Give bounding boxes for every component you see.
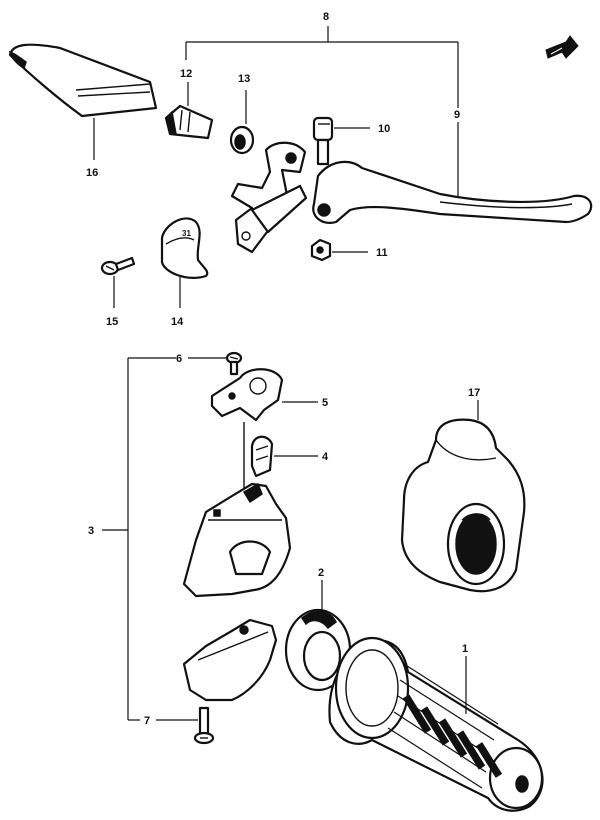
part-2-throttle-ring — [284, 608, 352, 692]
part-14-clamp: 31 — [160, 217, 209, 279]
callout-12: 12 — [180, 68, 192, 80]
callout-7: 7 — [144, 715, 150, 727]
callout-14: 14 — [171, 316, 184, 328]
part-15-screw — [100, 256, 136, 276]
part-5-switch-top — [210, 368, 284, 422]
callout-8-bracket — [185, 26, 459, 196]
callout-3-bracket — [102, 357, 176, 721]
part-4-switch-knob — [250, 435, 274, 478]
part-1-grip — [328, 636, 544, 812]
switch-lower-housing — [182, 482, 292, 598]
callout-11: 11 — [376, 247, 388, 259]
callout-13: 13 — [238, 73, 250, 85]
part-10-pivot-bolt — [312, 116, 334, 166]
callout-4: 4 — [322, 451, 329, 463]
callout-17: 17 — [468, 387, 480, 399]
part-6-screw — [225, 351, 243, 376]
callout-2: 2 — [318, 567, 324, 579]
switch-clamp-lower — [182, 618, 278, 702]
callout-8: 8 — [323, 11, 329, 23]
part-7-screw — [193, 706, 215, 745]
callout-3: 3 — [88, 525, 94, 537]
part-16-lever-cover — [8, 43, 158, 118]
part-11-nut — [310, 238, 332, 262]
callout-10: 10 — [378, 123, 390, 135]
callout-1: 1 — [462, 643, 468, 655]
svg-text:31: 31 — [182, 229, 191, 238]
part-9-clutch-lever — [312, 160, 593, 224]
callout-5: 5 — [322, 397, 328, 409]
callout-6: 6 — [176, 353, 182, 365]
part-13-nut — [229, 125, 255, 155]
callout-15: 15 — [106, 316, 118, 328]
part-17-throttle-cover — [400, 418, 526, 593]
callout-16: 16 — [86, 167, 98, 179]
callout-9: 9 — [454, 109, 460, 121]
fwd-arrow-icon — [545, 35, 579, 59]
lever-holder-bracket — [230, 141, 308, 254]
part-12-adjuster — [164, 104, 214, 140]
